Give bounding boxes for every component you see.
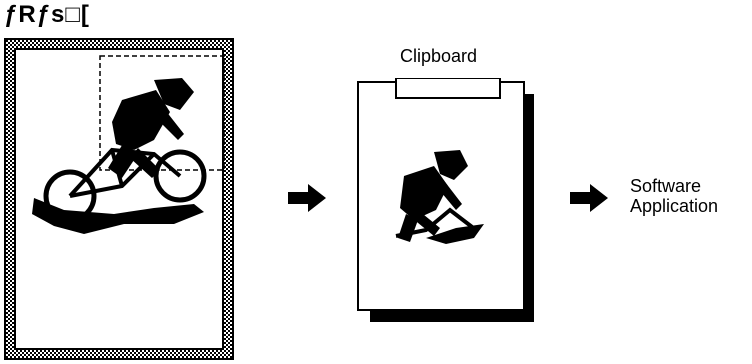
cyclist-image-icon [32,78,207,234]
destination-line1: Software [630,176,702,196]
page-title: ƒRƒs□[ [4,1,90,28]
arrow-right-icon [570,184,610,212]
source-document-icon [4,38,234,360]
destination-line2: Application [630,196,719,216]
clipboard-icon [356,78,546,322]
clipboard-cyclist-image-icon [395,150,484,244]
software-application-label: Software Application [630,176,718,216]
clipboard-label: Clipboard [400,46,478,66]
arrow-right-icon [288,184,328,212]
selection-marquee-icon [99,55,225,171]
